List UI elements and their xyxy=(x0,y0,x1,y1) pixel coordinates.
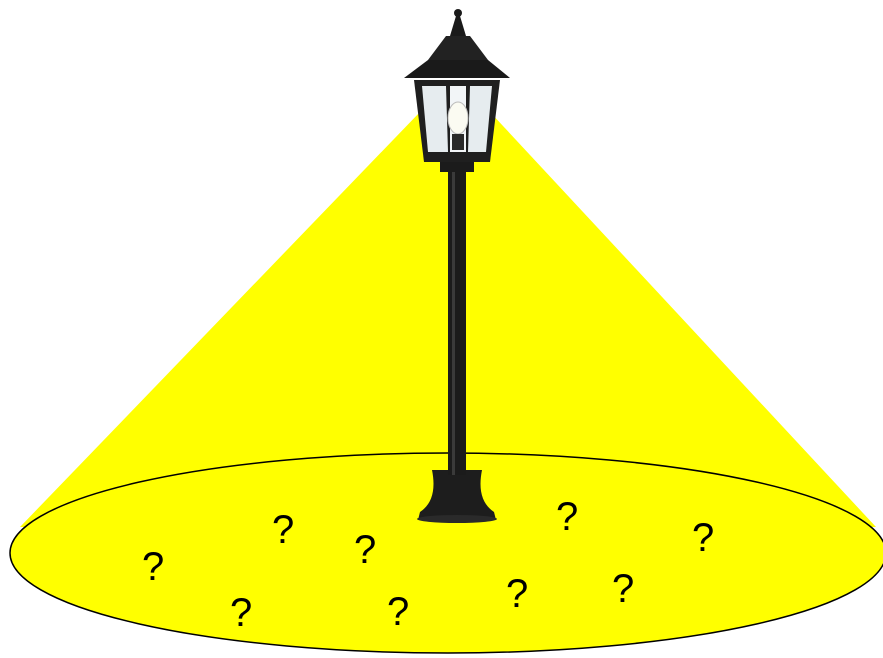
lamp-pole-highlight xyxy=(452,160,455,475)
lamp-finial xyxy=(450,16,466,36)
question-mark-1: ? xyxy=(272,508,294,552)
question-mark-7: ? xyxy=(612,567,634,611)
lamp-roof xyxy=(404,60,510,78)
lamp-pole xyxy=(448,160,466,475)
lamp-base-foot xyxy=(417,515,497,523)
light-cone xyxy=(10,112,883,653)
question-mark-5: ? xyxy=(142,545,164,589)
question-mark-9: ? xyxy=(387,590,409,634)
lamp-bulb-socket xyxy=(452,134,464,150)
question-mark-3: ? xyxy=(354,528,376,572)
lamp-finial-tip xyxy=(454,9,462,17)
lamp-bulb xyxy=(448,102,468,134)
lamp-roof-top xyxy=(428,36,488,60)
question-mark-4: ? xyxy=(692,516,714,560)
question-mark-6: ? xyxy=(506,572,528,616)
question-mark-8: ? xyxy=(230,591,252,635)
question-mark-2: ? xyxy=(556,495,578,539)
